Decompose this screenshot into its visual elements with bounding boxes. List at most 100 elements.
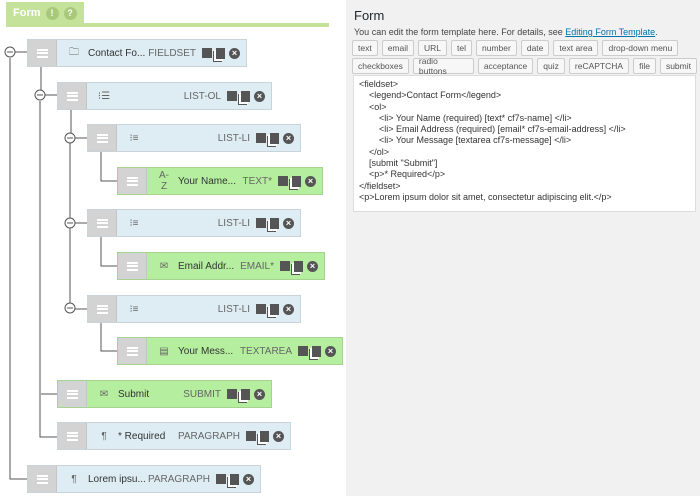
edit-icon[interactable] bbox=[216, 474, 226, 484]
duplicate-icon[interactable] bbox=[270, 303, 279, 315]
tag-button-quiz[interactable]: quiz bbox=[537, 58, 565, 74]
node-label: Submit bbox=[118, 388, 150, 400]
editing-form-template-link[interactable]: Editing Form Template bbox=[565, 27, 656, 37]
edit-icon[interactable] bbox=[256, 304, 266, 314]
tag-button-radio-buttons[interactable]: radio buttons bbox=[412, 56, 474, 76]
warning-badge[interactable]: ! bbox=[45, 6, 59, 20]
edit-icon[interactable] bbox=[280, 261, 290, 271]
drag-handle[interactable] bbox=[58, 381, 87, 407]
duplicate-icon[interactable] bbox=[241, 90, 250, 102]
edit-icon[interactable] bbox=[278, 176, 288, 186]
duplicate-icon[interactable] bbox=[230, 473, 239, 485]
tree-node[interactable]: ¶ * Required PARAGRAPH × bbox=[57, 422, 291, 450]
envelope-icon: ✉ bbox=[99, 388, 109, 400]
textarea-icon: ▤ bbox=[159, 345, 169, 357]
tree-node[interactable]: ⁝☰ LIST-OL × bbox=[57, 82, 272, 110]
tag-button-file[interactable]: file bbox=[633, 58, 656, 74]
edit-icon[interactable] bbox=[227, 91, 237, 101]
form-tab-label: Form bbox=[13, 7, 41, 19]
duplicate-icon[interactable] bbox=[294, 260, 303, 272]
tag-button-number[interactable]: number bbox=[476, 40, 517, 56]
duplicate-icon[interactable] bbox=[270, 217, 279, 229]
drag-handle[interactable] bbox=[118, 253, 147, 279]
duplicate-icon[interactable] bbox=[260, 430, 269, 442]
tag-button-text-area[interactable]: text area bbox=[553, 40, 599, 56]
tag-button-date[interactable]: date bbox=[520, 40, 550, 56]
form-tab[interactable]: Form ! ? bbox=[6, 2, 84, 24]
node-label: Lorem ipsu... bbox=[88, 473, 146, 485]
tag-button-tel[interactable]: tel bbox=[451, 40, 473, 56]
duplicate-icon[interactable] bbox=[312, 345, 321, 357]
delete-icon[interactable]: × bbox=[325, 345, 336, 357]
node-type: LIST-LI bbox=[217, 217, 250, 229]
tree-node[interactable]: ✉ Email Addr... EMAIL* × bbox=[117, 252, 325, 280]
node-type: FIELDSET bbox=[148, 47, 196, 59]
tag-button-text[interactable]: text bbox=[352, 40, 378, 56]
tab-underline bbox=[6, 23, 329, 27]
node-type: LIST-OL bbox=[183, 90, 221, 102]
drag-handle[interactable] bbox=[118, 168, 147, 194]
tag-button-checkboxes[interactable]: checkboxes bbox=[352, 58, 409, 74]
node-label: * Required bbox=[118, 430, 166, 442]
tree-node[interactable]: ⁝≡ LIST-LI × bbox=[87, 124, 301, 152]
tag-button-submit[interactable]: submit bbox=[659, 58, 697, 74]
form-editor-panel: Form You can edit the form template here… bbox=[346, 0, 700, 496]
delete-icon[interactable]: × bbox=[273, 430, 284, 442]
drag-handle[interactable] bbox=[88, 125, 117, 151]
duplicate-icon[interactable] bbox=[216, 47, 225, 59]
drag-handle[interactable] bbox=[88, 296, 117, 322]
node-type: EMAIL* bbox=[240, 260, 274, 272]
duplicate-icon[interactable] bbox=[270, 132, 279, 144]
drag-handle[interactable] bbox=[28, 40, 57, 66]
tree-node[interactable]: 🗀 Contact Fo... FIELDSET × bbox=[27, 39, 247, 67]
delete-icon[interactable]: × bbox=[229, 47, 240, 59]
tree-node[interactable]: ¶ Lorem ipsu... PARAGRAPH × bbox=[27, 465, 261, 493]
edit-icon[interactable] bbox=[256, 133, 266, 143]
tree-node[interactable]: ⁝≡ LIST-LI × bbox=[87, 295, 301, 323]
edit-icon[interactable] bbox=[202, 48, 212, 58]
panel-title: Form bbox=[354, 8, 385, 23]
tag-button-acceptance[interactable]: acceptance bbox=[477, 58, 534, 74]
node-type: LIST-LI bbox=[217, 132, 250, 144]
list-ol-icon: ⁝☰ bbox=[97, 90, 111, 102]
tag-button-email[interactable]: email bbox=[381, 40, 415, 56]
tree-node[interactable]: ✉ Submit SUBMIT × bbox=[57, 380, 272, 408]
node-type: PARAGRAPH bbox=[177, 430, 240, 442]
duplicate-icon[interactable] bbox=[241, 388, 250, 400]
panel-description: You can edit the form template here. For… bbox=[354, 27, 658, 37]
delete-icon[interactable]: × bbox=[254, 90, 265, 102]
delete-icon[interactable]: × bbox=[283, 303, 294, 315]
drag-handle[interactable] bbox=[58, 423, 87, 449]
edit-icon[interactable] bbox=[246, 431, 256, 441]
tree-node[interactable]: ▤ Your Mess... TEXTAREA × bbox=[117, 337, 343, 365]
pilcrow-icon: ¶ bbox=[71, 473, 77, 485]
delete-icon[interactable]: × bbox=[243, 473, 254, 485]
tag-button-url[interactable]: URL bbox=[418, 40, 448, 56]
node-type: TEXT* bbox=[242, 175, 272, 187]
description-text: You can edit the form template here. For… bbox=[354, 27, 566, 37]
drag-handle[interactable] bbox=[58, 83, 87, 109]
tag-button-drop-down-menu[interactable]: drop-down menu bbox=[602, 40, 679, 56]
delete-icon[interactable]: × bbox=[254, 388, 265, 400]
drag-handle[interactable] bbox=[118, 338, 147, 364]
form-template-textarea[interactable]: <fieldset> <legend>Contact Form</legend>… bbox=[353, 75, 696, 212]
node-label: Your Mess... bbox=[178, 345, 234, 357]
drag-handle[interactable] bbox=[28, 466, 57, 492]
edit-icon[interactable] bbox=[227, 389, 237, 399]
envelope-icon: ✉ bbox=[159, 260, 169, 272]
delete-icon[interactable]: × bbox=[283, 132, 294, 144]
drag-handle[interactable] bbox=[88, 210, 117, 236]
tree-node[interactable]: A-Z Your Name... TEXT* × bbox=[117, 167, 323, 195]
A-Z-icon: A-Z bbox=[159, 170, 169, 192]
list-ul-icon: ⁝≡ bbox=[129, 303, 139, 315]
edit-icon[interactable] bbox=[298, 346, 308, 356]
tag-button-recaptcha[interactable]: reCAPTCHA bbox=[568, 58, 630, 74]
tree-connectors bbox=[4, 46, 117, 480]
delete-icon[interactable]: × bbox=[305, 175, 316, 187]
delete-icon[interactable]: × bbox=[283, 217, 294, 229]
tree-node[interactable]: ⁝≡ LIST-LI × bbox=[87, 209, 301, 237]
duplicate-icon[interactable] bbox=[292, 175, 301, 187]
edit-icon[interactable] bbox=[256, 218, 266, 228]
help-badge[interactable]: ? bbox=[63, 6, 77, 20]
delete-icon[interactable]: × bbox=[307, 260, 318, 272]
